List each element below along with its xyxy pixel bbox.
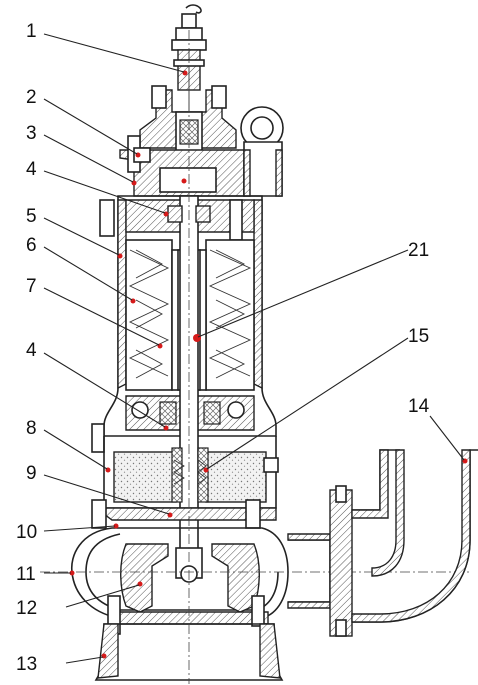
motor-top-cover <box>119 85 259 197</box>
callout-13: 13 <box>16 654 37 675</box>
callout-9: 9 <box>26 463 37 484</box>
stator-winding-right <box>205 239 255 391</box>
callout-14: 14 <box>408 396 430 417</box>
impeller <box>120 543 260 613</box>
marker-10 <box>113 523 119 529</box>
discharge-elbow <box>287 449 478 637</box>
callout-6: 6 <box>26 235 37 256</box>
lifting-eye <box>240 106 284 197</box>
callout-7: 7 <box>26 276 37 297</box>
stator-winding-left <box>125 239 173 391</box>
callout-11: 11 <box>16 564 36 585</box>
callout-21: 21 <box>408 240 429 261</box>
callout-4-lower: 4 <box>26 340 37 361</box>
leader-lines <box>43 33 465 664</box>
callout-labels: 1 2 3 4 5 6 7 4 8 9 10 11 12 13 21 15 14 <box>16 21 430 675</box>
marker-21 <box>193 334 201 342</box>
callout-15: 15 <box>408 326 429 347</box>
callout-3: 3 <box>26 123 37 144</box>
marker-11 <box>69 570 75 576</box>
callout-1: 1 <box>26 21 37 42</box>
callout-12: 12 <box>16 598 37 619</box>
support-base <box>94 30 284 684</box>
callout-2: 2 <box>26 87 37 108</box>
callout-5: 5 <box>26 206 37 227</box>
marker-3b <box>181 178 187 184</box>
callout-10: 10 <box>16 522 37 543</box>
callout-8: 8 <box>26 418 37 439</box>
pump-volute <box>40 499 470 635</box>
marker-13 <box>101 653 107 659</box>
oil-chamber <box>103 436 279 509</box>
callout-4-upper: 4 <box>26 159 37 180</box>
